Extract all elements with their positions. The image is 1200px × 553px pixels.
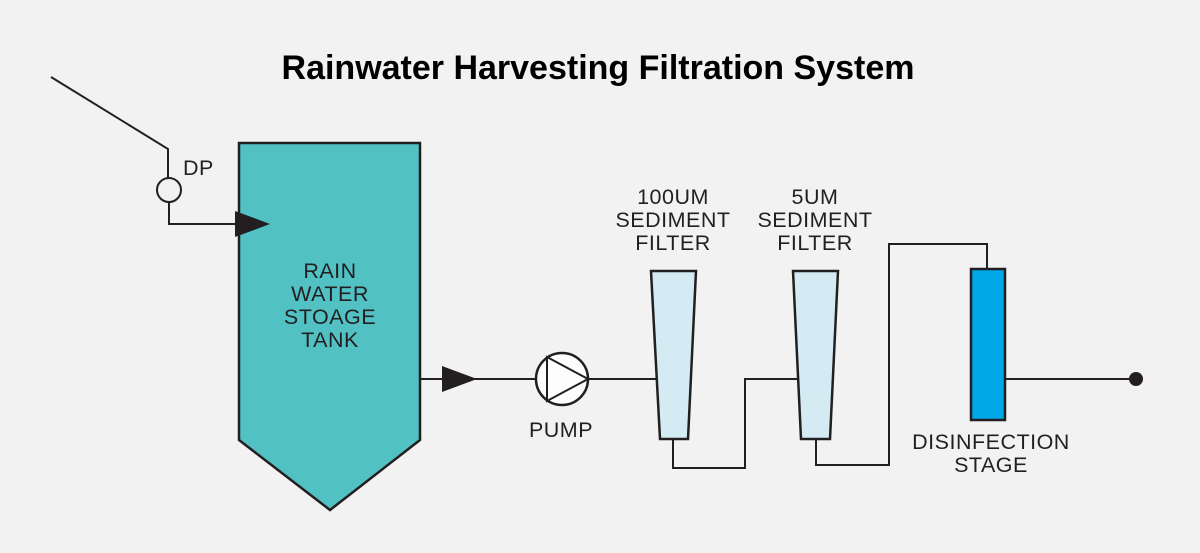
tank-label-line-3: STOAGE bbox=[284, 305, 376, 329]
filter-5um-label: 5UM SEDIMENT FILTER bbox=[757, 185, 872, 255]
sediment-filter-5um bbox=[791, 269, 840, 441]
rain-water-storage-tank bbox=[237, 141, 422, 512]
filter-100um-label-line-3: FILTER bbox=[635, 231, 710, 255]
filter-100um-label-line-2: SEDIMENT bbox=[615, 208, 730, 232]
filter-100um-label: 100UM SEDIMENT FILTER bbox=[615, 185, 730, 255]
tank-label: RAIN WATER STOAGE TANK bbox=[284, 259, 376, 352]
disinfection-label-line-2: STAGE bbox=[954, 453, 1028, 477]
tank-label-line-2: WATER bbox=[291, 282, 369, 306]
inlet-downpipe bbox=[50, 76, 169, 178]
diagram-title: Rainwater Harvesting Filtration System bbox=[282, 49, 915, 87]
tank-label-line-4: TANK bbox=[301, 328, 359, 352]
filter-100um-label-line-1: 100UM bbox=[637, 185, 709, 209]
tank-label-line-1: RAIN bbox=[303, 259, 356, 283]
filter-5um-label-line-3: FILTER bbox=[777, 231, 852, 255]
disinfection-label-line-1: DISINFECTION bbox=[912, 430, 1070, 454]
dp-to-tank-pipe bbox=[168, 202, 244, 225]
filter1-to-filter2-pipe bbox=[672, 378, 799, 469]
disinfection-label: DISINFECTION STAGE bbox=[912, 430, 1070, 477]
disinfection-stage bbox=[969, 267, 1007, 422]
filter-5um-label-line-1: 5UM bbox=[792, 185, 839, 209]
dp-label: DP bbox=[183, 156, 214, 180]
pump-label: PUMP bbox=[529, 418, 593, 442]
pump-triangle-icon bbox=[546, 355, 591, 403]
pump-body bbox=[534, 351, 590, 407]
tank-inlet-arrow-icon bbox=[235, 211, 270, 237]
outlet-end-dot bbox=[1129, 372, 1143, 386]
sediment-filter-100um bbox=[649, 269, 698, 441]
filter-5um-label-line-2: SEDIMENT bbox=[757, 208, 872, 232]
filter2-to-disinfection-pipe bbox=[815, 243, 988, 466]
tank-outlet-arrow-icon bbox=[442, 366, 477, 392]
